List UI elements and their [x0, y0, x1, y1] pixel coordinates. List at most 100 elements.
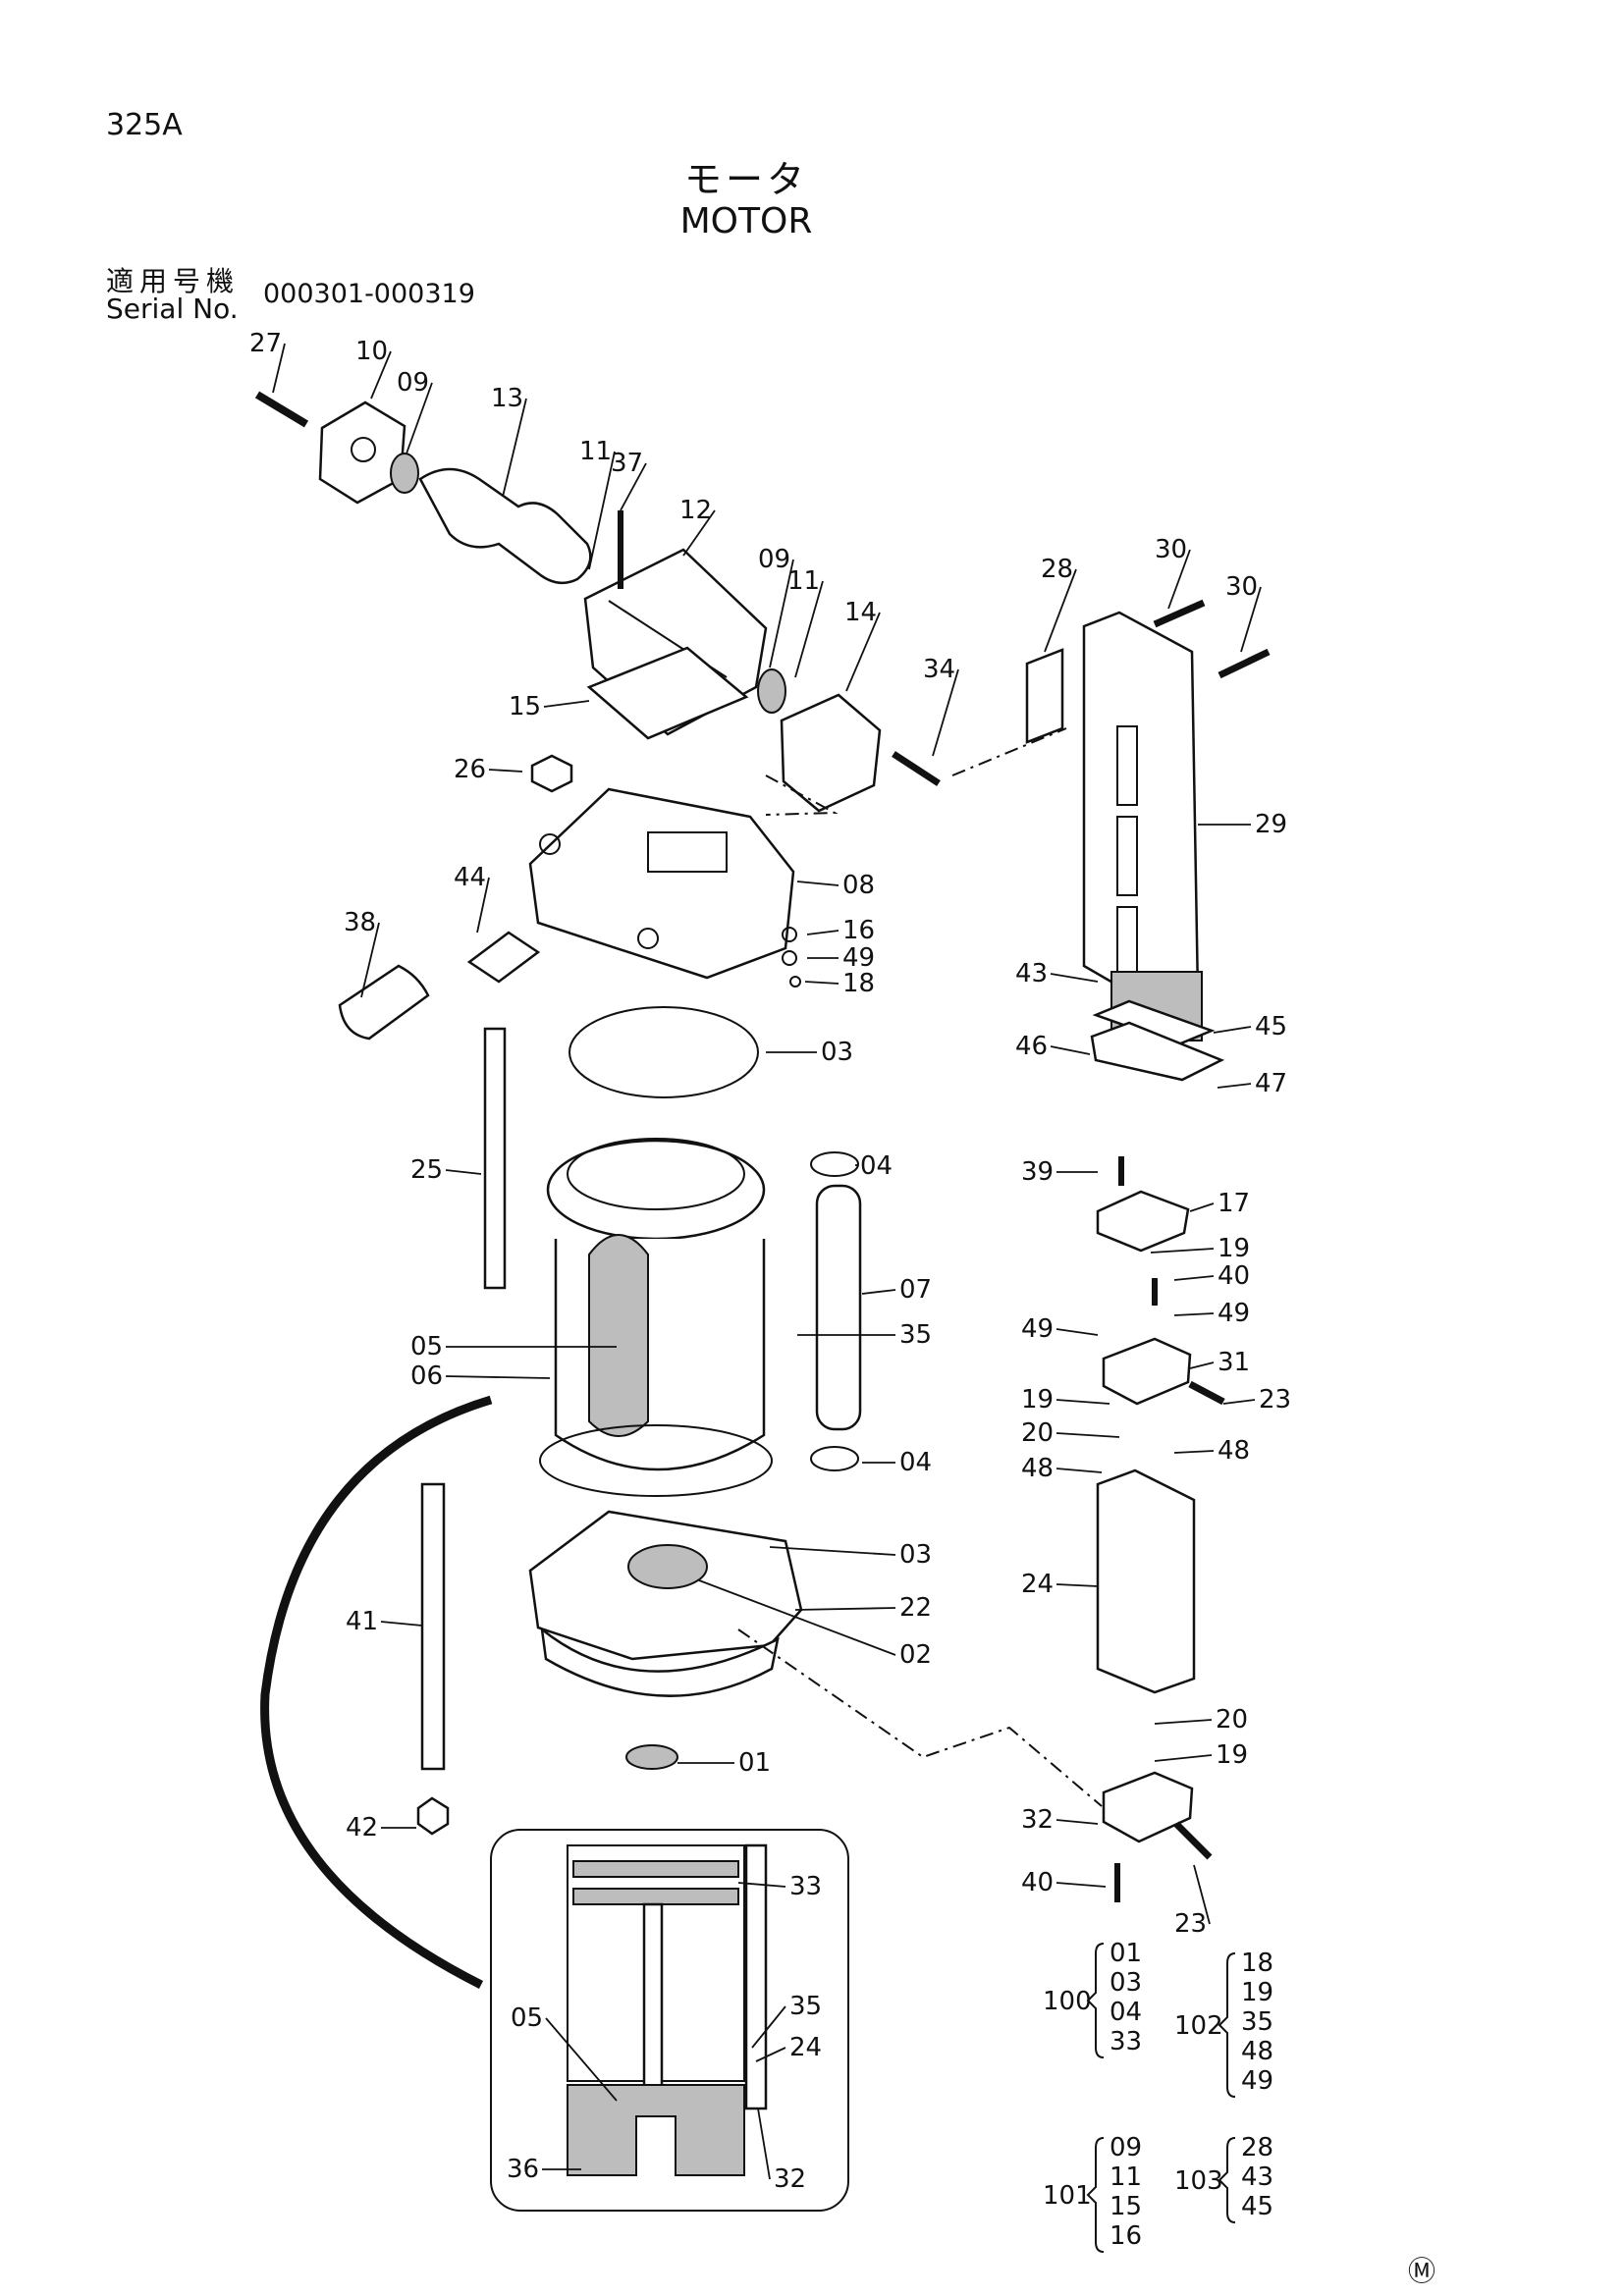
leader-line	[1056, 1432, 1120, 1438]
muffler-assembly	[1025, 599, 1271, 1082]
part-label-38: 38	[344, 908, 376, 937]
serial-label-english: Serial No.	[106, 293, 239, 325]
leader-line	[1189, 1362, 1215, 1369]
part-label-19: 19	[1021, 1385, 1054, 1415]
hose	[260, 1395, 493, 1990]
part-label-48: 48	[1218, 1436, 1250, 1466]
group-item-49: 49	[1241, 2066, 1273, 2096]
part-label-23: 23	[1259, 1385, 1291, 1415]
part-label-48: 48	[1021, 1454, 1054, 1483]
part-label-19: 19	[1218, 1234, 1250, 1263]
title-english: MOTOR	[679, 201, 813, 241]
leader-line	[1173, 1450, 1215, 1454]
leader-line	[272, 343, 286, 394]
part-label-42: 42	[346, 1813, 378, 1842]
group-brace	[1086, 2137, 1105, 2253]
part-label-12: 12	[679, 496, 712, 525]
o-ring-top	[568, 1006, 759, 1098]
group-item-33: 33	[1110, 2027, 1142, 2056]
part-label-10: 10	[355, 337, 388, 366]
part-label-49: 49	[842, 943, 875, 973]
leader-line	[804, 981, 839, 985]
leader-line	[1189, 1202, 1215, 1212]
part-label-04: 04	[860, 1151, 893, 1181]
part-label-29: 29	[1255, 810, 1287, 839]
part-label-16: 16	[842, 916, 875, 945]
leader-line	[380, 1621, 423, 1627]
leader-line	[794, 1607, 896, 1611]
leader-line	[769, 1546, 896, 1556]
leader-line	[1056, 1399, 1110, 1405]
part-label-23: 23	[1174, 1909, 1207, 1939]
part-label-47: 47	[1255, 1069, 1287, 1098]
leader-line	[845, 612, 881, 692]
part-label-03: 03	[899, 1540, 932, 1570]
leader-line	[620, 462, 647, 511]
leader-line	[682, 509, 716, 557]
group-item-28: 28	[1241, 2133, 1273, 2163]
part-label-33: 33	[789, 1872, 822, 1901]
part-label-20: 20	[1216, 1705, 1248, 1735]
part-label-04: 04	[899, 1448, 932, 1477]
group-brace	[1086, 1943, 1105, 2058]
leader-line	[751, 2005, 786, 2049]
leader-line	[861, 1289, 896, 1295]
leader-line	[445, 1375, 551, 1379]
leader-line	[370, 350, 392, 400]
group-item-03: 03	[1110, 1968, 1142, 1998]
leader-line	[1154, 1719, 1213, 1725]
motor-base	[528, 1510, 803, 1770]
part-label-49: 49	[1218, 1299, 1250, 1328]
leader-line	[445, 1169, 482, 1175]
leader-line	[1050, 973, 1099, 983]
group-item-48: 48	[1241, 2037, 1273, 2066]
part-label-13: 13	[491, 384, 523, 413]
part-groups: 1000103043310109111516102181935484910328…	[1043, 1939, 1273, 2253]
part-label-30: 30	[1155, 535, 1187, 564]
part-label-27: 27	[249, 329, 282, 358]
part-label-46: 46	[1015, 1032, 1048, 1061]
leader-line	[1173, 1312, 1215, 1316]
group-id-103: 103	[1174, 2166, 1223, 2196]
part-label-35: 35	[789, 1992, 822, 2021]
cutaway-inset	[490, 1829, 849, 2212]
part-label-24: 24	[789, 2033, 822, 2062]
group-item-35: 35	[1241, 2007, 1273, 2037]
valve-stack	[737, 1156, 1225, 1902]
part-label-17: 17	[1218, 1189, 1250, 1218]
part-label-09: 09	[397, 368, 429, 398]
leader-line	[737, 1882, 786, 1888]
part-label-07: 07	[899, 1275, 932, 1305]
leader-line	[476, 877, 490, 934]
m-mark-icon: Ⓜ	[1408, 2255, 1436, 2287]
part-label-40: 40	[1218, 1261, 1250, 1291]
group-item-11: 11	[1110, 2163, 1142, 2192]
part-label-41: 41	[346, 1607, 378, 1636]
part-label-45: 45	[1255, 1012, 1287, 1041]
part-label-31: 31	[1218, 1348, 1250, 1377]
part-label-37: 37	[611, 449, 643, 478]
group-brace	[1218, 1952, 1236, 2098]
part-label-01: 01	[738, 1748, 771, 1778]
part-label-26: 26	[454, 755, 486, 784]
leader-line	[1213, 1026, 1252, 1034]
leader-line	[360, 922, 380, 998]
group-item-45: 45	[1241, 2192, 1273, 2221]
motor-head	[338, 754, 801, 1041]
part-label-18: 18	[842, 969, 875, 998]
leader-line	[543, 700, 590, 708]
group-item-19: 19	[1241, 1978, 1273, 2007]
group-item-01: 01	[1110, 1939, 1142, 1968]
part-label-15: 15	[509, 692, 541, 721]
part-label-34: 34	[923, 655, 955, 684]
leader-line	[1154, 1754, 1213, 1762]
part-label-44: 44	[454, 863, 486, 892]
group-item-18: 18	[1241, 1949, 1273, 1978]
part-label-25: 25	[410, 1155, 443, 1185]
leader-line	[488, 769, 523, 773]
leader-line	[1044, 568, 1077, 653]
leader-line	[1173, 1275, 1215, 1281]
leader-line	[932, 668, 959, 757]
part-label-05: 05	[511, 2003, 543, 2033]
